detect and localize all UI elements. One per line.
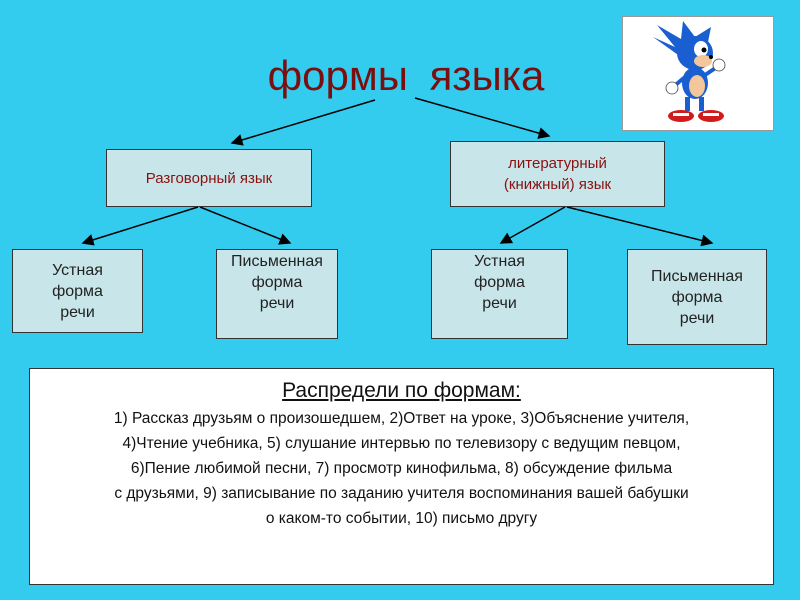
box-label: речи — [679, 309, 715, 327]
sonic-picture — [622, 16, 774, 131]
box-colloquial-language: Разговорный язык — [106, 149, 312, 207]
page-title: формы языка — [267, 52, 545, 99]
box-literary-language: литературный (книжный) язык — [450, 141, 665, 207]
box-label: речи — [259, 295, 295, 312]
box-label: речи — [482, 295, 517, 312]
task-line: 4)Чтение учебника, 5) слушание интервью … — [122, 435, 681, 452]
box-colloquial-oral-form: Устная форма речи — [12, 249, 143, 333]
box-label: Письменная — [231, 253, 323, 270]
box-label: Устная — [52, 261, 103, 279]
box-label: Письменная — [651, 267, 743, 285]
box-label: Разговорный язык — [145, 169, 273, 187]
task-line: о каком-то событии, 10) письмо другу — [265, 510, 538, 527]
sonic-hedgehog-icon — [653, 21, 726, 122]
box-label: литературный — [508, 155, 607, 172]
box-label: форма — [671, 288, 723, 306]
box-literary-oral-form: Устная форма речи — [431, 249, 568, 339]
box-label: форма — [474, 274, 525, 291]
task-line: 1) Рассказ друзьям о произошедшем, 2)Отв… — [113, 410, 690, 427]
box-label: (книжный) язык — [503, 176, 612, 193]
box-label: Устная — [474, 253, 525, 270]
task-line: с друзьями, 9) записывание по заданию уч… — [114, 485, 689, 502]
arrow-title-to-razg — [230, 99, 376, 146]
task-heading: Распредели по формам: — [282, 379, 521, 402]
box-label: форма — [52, 282, 103, 300]
arrow-razg-to-written — [199, 206, 292, 245]
arrow-razg-to-oral — [81, 206, 199, 246]
box-label: форма — [251, 274, 303, 291]
arrow-lit-to-written — [566, 206, 714, 247]
arrow-lit-to-oral — [499, 206, 566, 244]
box-colloquial-written-form: Письменная форма речи — [216, 249, 338, 339]
box-literary-written-form: Письменная форма речи — [627, 249, 767, 345]
arrow-title-to-lit — [414, 97, 551, 139]
box-label: речи — [60, 303, 95, 321]
task-panel: Распредели по формам: 1) Рассказ друзьям… — [29, 368, 774, 585]
task-line: 6)Пение любимой песни, 7) просмотр киноф… — [130, 460, 673, 477]
